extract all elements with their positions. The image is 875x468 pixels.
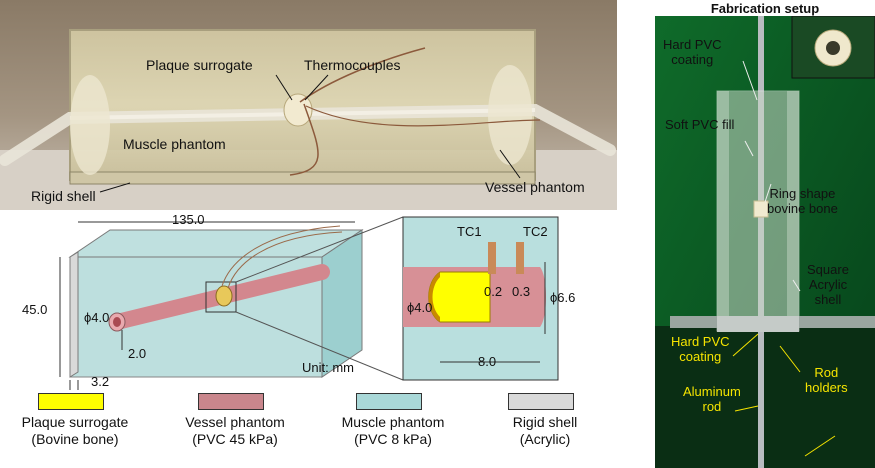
diameter-dimension: ϕ4.0: [84, 310, 110, 325]
gap-02-label: 0.2: [484, 284, 503, 299]
legend-item: Muscle phantom(PVC 8 kPa): [318, 393, 468, 448]
legend-label: Vessel phantom(PVC 45 kPa): [185, 414, 285, 447]
outer-diameter-label: ϕ6.6: [550, 290, 576, 305]
legend-label: Muscle phantom(PVC 8 kPa): [341, 414, 445, 447]
phantom-schematic: 135.0 45.0 ϕ4.0 2.0 3.2 Unit: mm TC1 TC2…: [0, 212, 617, 392]
muscle-phantom-label: Muscle phantom: [123, 136, 226, 152]
legend-swatch: [508, 393, 574, 410]
tc1-label: TC1: [457, 224, 482, 239]
height-dimension: 45.0: [22, 302, 48, 317]
legend-item: Plaque surrogate(Bovine bone): [0, 393, 150, 448]
phantom-schematic-drawing: [59, 216, 559, 390]
length-dimension: 135.0: [172, 212, 205, 227]
soft-pvc-fill-label: Soft PVC fill: [665, 117, 735, 132]
length-8-label: 8.0: [478, 354, 497, 369]
fabrication-title: Fabrication setup: [710, 1, 820, 16]
thermocouples-label: Thermocouples: [304, 57, 401, 73]
legend-label: Plaque surrogate(Bovine bone): [21, 414, 129, 447]
legend-item: Vessel phantom(PVC 45 kPa): [160, 393, 310, 448]
rigid-shell-label: Rigid shell: [31, 188, 96, 204]
vessel-phantom-label: Vessel phantom: [485, 179, 585, 195]
legend-swatch: [198, 393, 264, 410]
gap-03-label: 0.3: [512, 284, 531, 299]
inner-diameter-label: ϕ4.0: [407, 300, 433, 315]
tc2-label: TC2: [523, 224, 548, 239]
phantom-photo: Plaque surrogate Thermocouples Muscle ph…: [0, 0, 617, 210]
unit-label: Unit: mm: [302, 360, 354, 375]
shell-dimension: 3.2: [91, 374, 110, 389]
legend-swatch: [356, 393, 422, 410]
legend: Plaque surrogate(Bovine bone) Vessel pha…: [0, 393, 617, 468]
fabrication-photo-image: [655, 16, 875, 468]
legend-item: Rigid shell(Acrylic): [470, 393, 620, 448]
legend-label: Rigid shell(Acrylic): [512, 414, 578, 447]
plaque-surrogate-label: Plaque surrogate: [146, 57, 253, 73]
wall-dimension: 2.0: [128, 346, 147, 361]
fabrication-photo: Fabrication setup Ha: [655, 0, 875, 468]
legend-swatch: [38, 393, 104, 410]
phantom-photo-image: [0, 0, 617, 210]
